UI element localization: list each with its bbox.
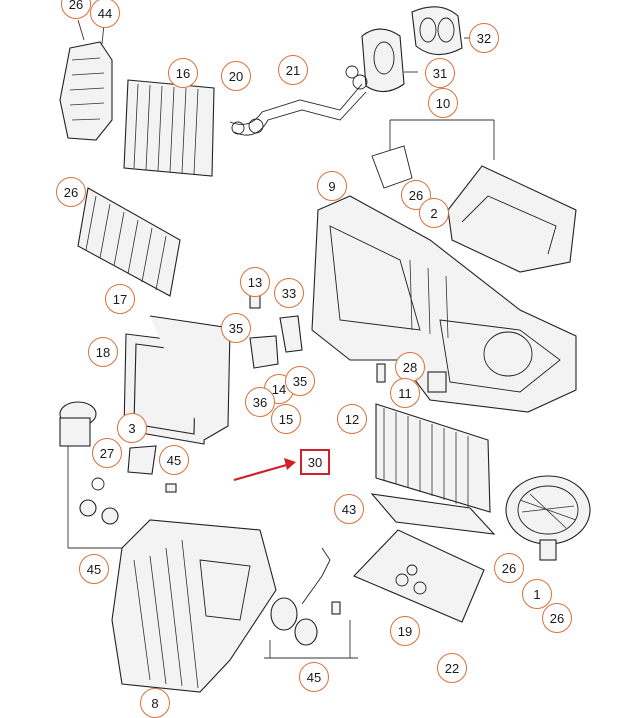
part-blower-motor (505, 475, 591, 561)
part-small-components (249, 293, 447, 393)
callout-18[interactable]: 18 (88, 337, 118, 367)
callout-2[interactable]: 2 (419, 198, 449, 228)
callout-45[interactable]: 45 (159, 445, 189, 475)
callout-36[interactable]: 36 (245, 387, 275, 417)
part-frame (123, 315, 231, 445)
part-flaps (371, 119, 577, 273)
part-seals (361, 6, 470, 93)
part-bottom-gears (264, 547, 358, 659)
callout-10[interactable]: 10 (428, 88, 458, 118)
callout-26[interactable]: 26 (56, 177, 86, 207)
callout-21[interactable]: 21 (278, 55, 308, 85)
part-pipes (229, 65, 368, 136)
part-main-housing (311, 195, 577, 413)
part-actuators (59, 401, 177, 549)
part-heater-core (123, 79, 215, 177)
callout-35[interactable]: 35 (221, 313, 251, 343)
callout-22[interactable]: 22 (437, 653, 467, 683)
callout-30-highlighted[interactable]: 30 (300, 449, 330, 475)
callout-28[interactable]: 28 (395, 352, 425, 382)
callout-1[interactable]: 1 (522, 579, 552, 609)
callout-45[interactable]: 45 (299, 662, 329, 692)
part-drain-hose (314, 400, 337, 506)
callout-43[interactable]: 43 (334, 494, 364, 524)
callout-12[interactable]: 12 (337, 404, 367, 434)
callout-13[interactable]: 13 (240, 267, 270, 297)
callout-11[interactable]: 11 (390, 378, 420, 408)
callout-16[interactable]: 16 (168, 58, 198, 88)
callout-33[interactable]: 33 (274, 278, 304, 308)
part-distribution-housing (111, 519, 277, 693)
callout-31[interactable]: 31 (425, 58, 455, 88)
callout-9[interactable]: 9 (317, 171, 347, 201)
callout-19[interactable]: 19 (390, 616, 420, 646)
callout-27[interactable]: 27 (92, 438, 122, 468)
callout-45[interactable]: 45 (79, 554, 109, 584)
callout-32[interactable]: 32 (469, 23, 499, 53)
part-trays (353, 493, 496, 623)
callout-26[interactable]: 26 (542, 603, 572, 633)
part-evaporator (77, 187, 181, 297)
callout-20[interactable]: 20 (221, 61, 251, 91)
callout-15[interactable]: 15 (271, 404, 301, 434)
callout-3[interactable]: 3 (117, 413, 147, 443)
callout-26[interactable]: 26 (494, 553, 524, 583)
callout-44[interactable]: 44 (90, 0, 120, 28)
part-bracket (59, 19, 113, 141)
callout-8[interactable]: 8 (140, 688, 170, 718)
part-cabin-filter (375, 403, 491, 513)
callout-35[interactable]: 35 (285, 366, 315, 396)
highlight-arrow (233, 458, 296, 482)
callout-17[interactable]: 17 (105, 284, 135, 314)
